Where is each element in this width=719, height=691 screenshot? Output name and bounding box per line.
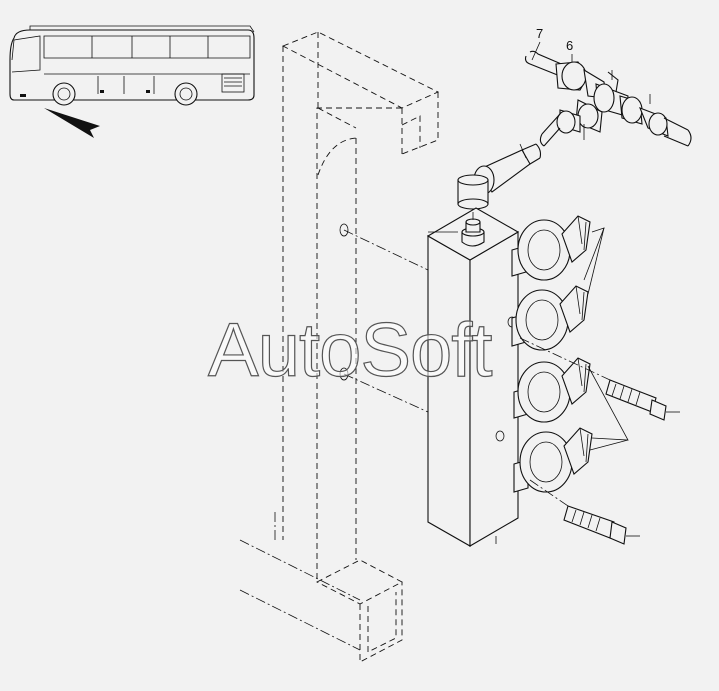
tee-fitting-assembly [524, 50, 692, 147]
elbow-fitting [457, 143, 542, 210]
watermark-text: AutoSoft [208, 308, 492, 393]
valve-2 [511, 285, 589, 351]
callout-6-label: 6 [566, 38, 573, 53]
valve-4 [513, 427, 593, 493]
bus-locator-icon [9, 25, 255, 106]
callout-7-label: 7 [536, 26, 543, 41]
manifold-block [426, 207, 520, 547]
bolt-upper [519, 337, 680, 421]
valve-leaders [583, 227, 629, 451]
frame-outline [239, 31, 440, 663]
bolt-lower [529, 479, 640, 545]
callout-7: 7 [531, 26, 543, 61]
direction-arrow-icon [44, 108, 100, 138]
valve-1 [511, 215, 591, 281]
valve-3 [513, 357, 591, 423]
